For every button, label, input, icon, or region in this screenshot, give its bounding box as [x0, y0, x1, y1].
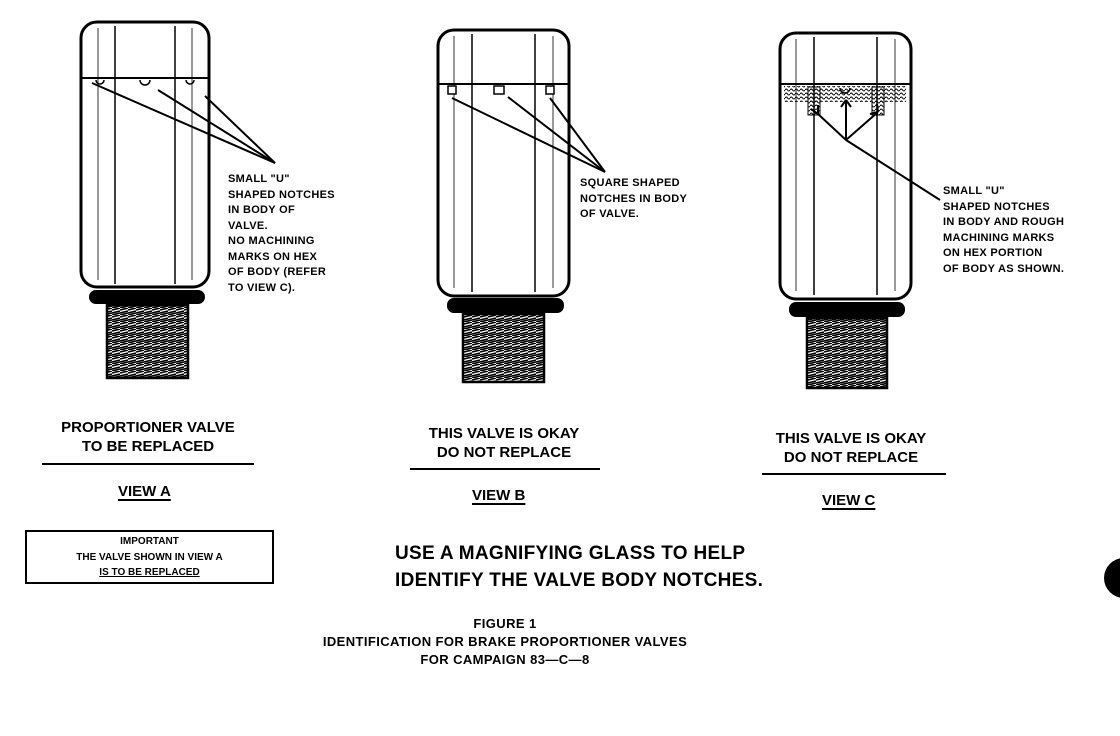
note-line: VALVE. [228, 219, 268, 232]
view-b-note: SQUARE SHAPED NOTCHES IN BODY OF VALVE. [580, 176, 687, 223]
valve-b-drawing [436, 28, 606, 384]
note-line: TO VIEW C). [228, 281, 296, 294]
figure-title: IDENTIFICATION FOR BRAKE PROPORTIONER VA… [322, 634, 688, 649]
caption-line: DO NOT REPLACE [783, 449, 919, 466]
figure-campaign: FOR CAMPAIGN 83—C—8 [420, 652, 590, 667]
valve-a-threaded-stem [105, 303, 190, 380]
valve-b-hex-body [436, 28, 571, 298]
note-line: OF VALVE. [580, 208, 640, 220]
caption-line: PROPORTIONER VALVE [61, 419, 235, 436]
caption-line: THIS VALVE IS OKAY [428, 425, 580, 442]
note-line: SMALL "U" [228, 173, 290, 185]
valve-b-threaded-stem [461, 312, 546, 384]
note-line: IN BODY AND ROUGH [943, 216, 1065, 228]
valve-a-seal-ring [89, 290, 205, 304]
note-line: SHAPED NOTCHES [943, 200, 1050, 213]
instruction-line: USE A MAGNIFYING GLASS TO HELP [395, 543, 746, 564]
valve-c-threaded-stem [805, 316, 889, 390]
figure-number: FIGURE 1 [473, 616, 537, 631]
view-c-note: SMALL "U" SHAPED NOTCHES IN BODY AND ROU… [943, 184, 1064, 277]
note-line: ON HEX PORTION [943, 247, 1043, 259]
important-notice-box: IMPORTANT THE VALVE SHOWN IN VIEW A IS T… [25, 530, 274, 584]
note-line: MARKS ON HEX [228, 250, 318, 263]
valve-c-leader-lines [810, 99, 941, 201]
caption-line: DO NOT REPLACE [436, 444, 572, 461]
view-a-caption-rule [42, 463, 254, 465]
note-line: NOTCHES IN BODY [580, 192, 688, 205]
valve-a-hex-body [79, 20, 211, 289]
note-line: SQUARE SHAPED [580, 177, 680, 189]
view-c-label: VIEW C [822, 492, 876, 509]
view-c-caption: THIS VALVE IS OKAY DO NOT REPLACE [745, 429, 957, 467]
view-b-label: VIEW B [472, 487, 526, 504]
note-line: OF BODY AS SHOWN. [943, 262, 1065, 275]
instruction-line: IDENTIFY THE VALVE BODY NOTCHES. [395, 570, 764, 591]
valve-a-drawing [79, 20, 276, 380]
note-line: NO MACHINING [228, 235, 315, 247]
view-b-caption-rule [410, 468, 600, 470]
note-line: SHAPED NOTCHES [228, 188, 335, 201]
view-a-note: SMALL "U" SHAPED NOTCHES IN BODY OF VALV… [228, 172, 335, 296]
note-line: IN BODY OF [228, 204, 295, 216]
note-line: OF BODY (REFER [228, 266, 327, 278]
valve-a-leader-lines [91, 82, 276, 164]
note-line: MACHINING MARKS [943, 231, 1055, 244]
note-line: SMALL "U" [943, 185, 1005, 197]
valve-b-seal-ring [447, 298, 564, 313]
valve-c-seal-ring [789, 302, 905, 317]
important-line: IS TO BE REPLACED [99, 567, 200, 578]
figure-caption: FIGURE 1 IDENTIFICATION FOR BRAKE PROPOR… [0, 615, 1010, 669]
important-line: THE VALVE SHOWN IN VIEW A [76, 551, 223, 563]
magnifying-glass-instruction: USE A MAGNIFYING GLASS TO HELP IDENTIFY … [395, 540, 763, 594]
valve-b-leader-lines [451, 96, 606, 173]
view-b-caption: THIS VALVE IS OKAY DO NOT REPLACE [395, 424, 613, 462]
view-a-caption: PROPORTIONER VALVE TO BE REPLACED [30, 418, 266, 456]
edge-mark [1104, 558, 1120, 598]
view-a-label: VIEW A [118, 483, 171, 500]
important-heading: IMPORTANT [120, 536, 179, 547]
valve-c-drawing [778, 31, 941, 390]
caption-line: TO BE REPLACED [81, 438, 215, 455]
caption-line: THIS VALVE IS OKAY [775, 430, 927, 447]
valve-c-hex-body [778, 31, 913, 301]
view-c-caption-rule [762, 473, 946, 475]
